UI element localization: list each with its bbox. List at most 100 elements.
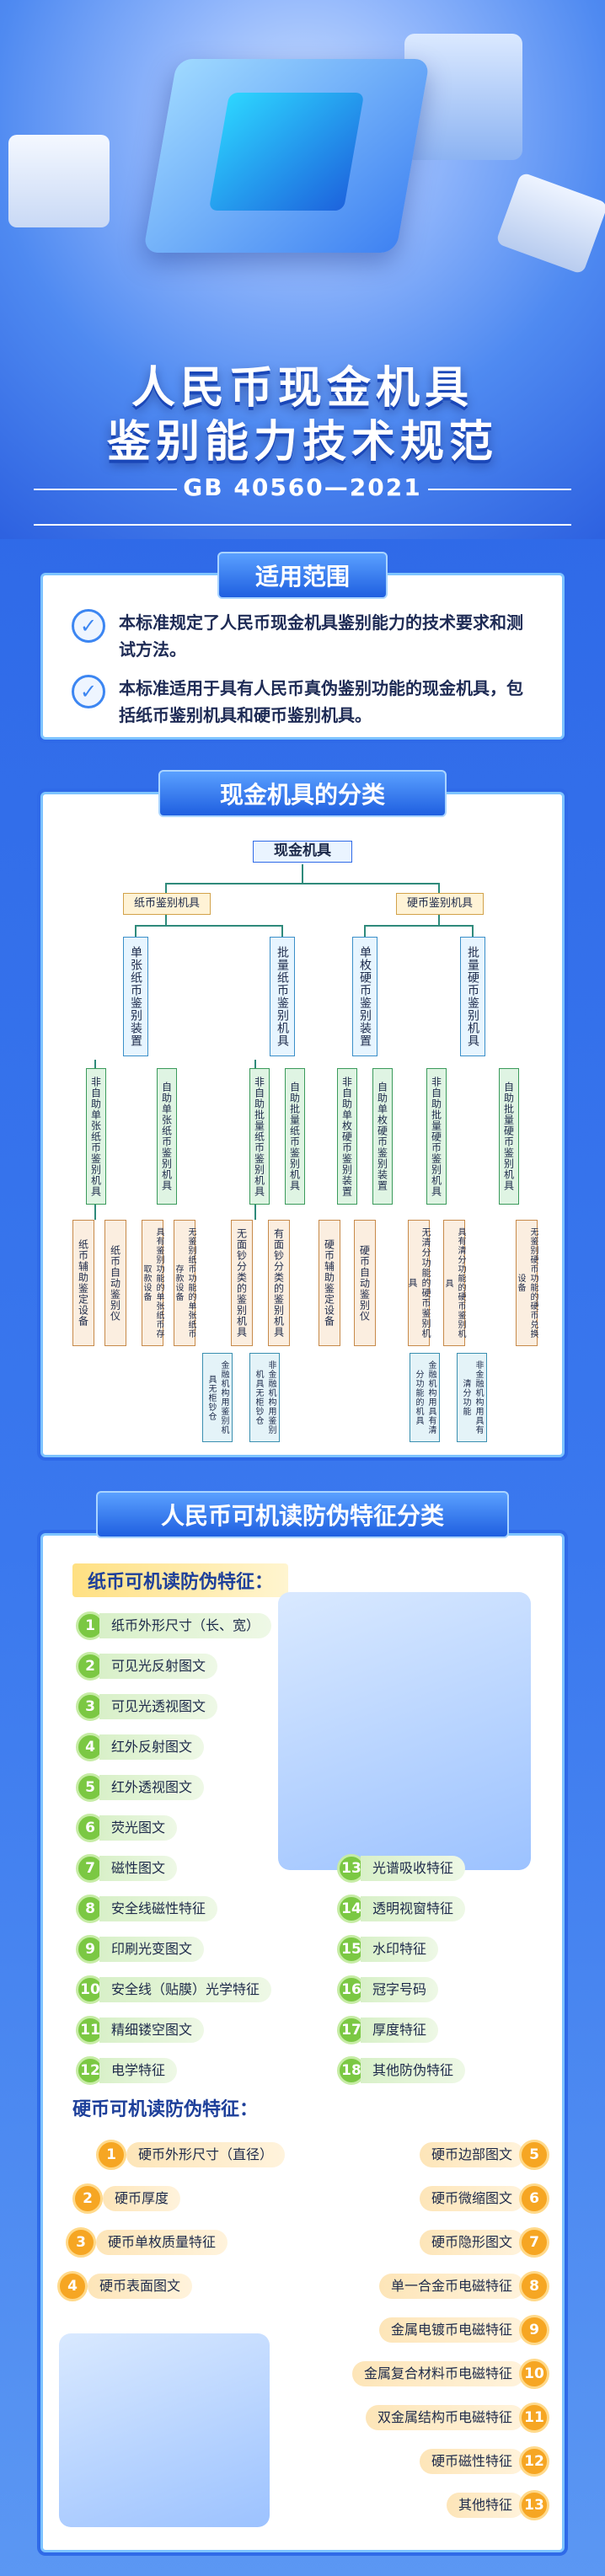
section-title-classification: 现金机具的分类 (158, 770, 447, 817)
item-label: 硬币微缩图文 (419, 2186, 524, 2211)
item-label: 磁性图文 (99, 1856, 178, 1881)
tree-cs1: 硬币辅助鉴定设备 (319, 1220, 340, 1346)
item-number: 6 (76, 1814, 104, 1842)
divider-left (34, 489, 177, 490)
item-label: 纸币外形尺寸（长、宽） (99, 1613, 272, 1638)
divider-right (428, 489, 571, 490)
tree-cs-auto: 自助单枚硬币鉴别装置 (372, 1068, 393, 1205)
item-number: 11 (519, 2402, 549, 2433)
item-number: 13 (519, 2490, 549, 2520)
item-number: 1 (96, 2140, 126, 2170)
tree-ps-auto: 自助单张纸币鉴别机具 (157, 1068, 177, 1205)
coin-features-title: 硬币可机读防伪特征： (72, 2099, 259, 2120)
tree-line (472, 925, 474, 937)
paper-features-title: 纸币可机读防伪特征： (72, 1563, 289, 1597)
tree-line (438, 883, 440, 893)
tree-line (364, 925, 366, 937)
tree-pb1: 无面钞分类的鉴别机具 (231, 1220, 253, 1346)
item-label: 电学特征 (99, 2058, 178, 2083)
item-label: 硬币边部图文 (419, 2142, 524, 2167)
item-label: 其他防伪特征 (361, 2058, 466, 2083)
scope-text-2: 本标准适用于具有人民币真伪鉴别功能的现金机具，包括纸币鉴别机具和硬币鉴别机具。 (119, 678, 523, 725)
tree-line (165, 915, 167, 925)
item-label: 安全线（贴膜）光学特征 (99, 1977, 272, 2002)
item-label: 双金属结构币电磁特征 (365, 2405, 524, 2430)
item-label: 可见光反射图文 (99, 1654, 218, 1679)
tree-line (281, 925, 283, 937)
tree-ps2: 纸币自动鉴别仪 (104, 1220, 126, 1346)
item-label: 单一合金币电磁特征 (378, 2274, 524, 2299)
item-label: 硬币表面图文 (88, 2274, 193, 2299)
tree-pb-nonauto: 非自助批量纸币鉴别机具 (249, 1068, 270, 1205)
divider-full (34, 524, 571, 526)
scope-panel: ✓ 本标准规定了人民币现金机具鉴别能力的技术要求和测试方法。 ✓ 本标准适用于具… (40, 573, 565, 740)
item-label: 可见光透视图文 (99, 1694, 218, 1719)
server-illustration (59, 2333, 270, 2527)
tree-line (438, 915, 440, 925)
tree-line (135, 925, 137, 937)
tree-pb1a: 金融机构用鉴别机具无柜钞仓 (202, 1353, 233, 1442)
item-number: 4 (57, 2271, 88, 2301)
check-icon: ✓ (72, 675, 105, 708)
tree-ps-nonauto: 非自助单张纸币鉴别机具 (86, 1068, 106, 1205)
tree-ps1: 纸币辅助鉴定设备 (72, 1220, 94, 1346)
item-label: 硬币磁性特征 (419, 2449, 524, 2474)
tree-paper-batch: 批量纸币鉴别机具 (270, 937, 295, 1056)
printer-illustration (8, 135, 110, 227)
item-number: 8 (519, 2271, 549, 2301)
title-line-1: 人民币现金机具 (131, 363, 474, 414)
item-label: 金属电镀币电磁特征 (378, 2317, 524, 2343)
item-label: 印刷光变图文 (99, 1937, 205, 1962)
atm-illustration (404, 34, 522, 160)
item-label: 光谱吸收特征 (361, 1856, 466, 1881)
tree-cb-nonauto: 非自助批量硬币鉴别机具 (426, 1068, 447, 1205)
tree-pb1b: 非金融机构用鉴别机具无柜钞仓 (249, 1353, 280, 1442)
item-label: 硬币厚度 (103, 2186, 181, 2211)
scope-item-2: ✓ 本标准适用于具有人民币真伪鉴别功能的现金机具，包括纸币鉴别机具和硬币鉴别机具… (72, 675, 535, 729)
tree-paper: 纸币鉴别机具 (123, 893, 211, 915)
item-number: 10 (519, 2359, 549, 2389)
data-illustration (278, 1592, 531, 1870)
item-label: 金属复合材料币电磁特征 (351, 2361, 524, 2386)
item-number: 6 (519, 2183, 549, 2214)
tree-cb1a: 金融机构用具有清分功能的机具 (410, 1353, 440, 1442)
item-label: 安全线磁性特征 (99, 1896, 218, 1921)
item-number: 5 (519, 2140, 549, 2170)
item-label: 精细镂空图文 (99, 2018, 205, 2043)
scope-text-1: 本标准规定了人民币现金机具鉴别能力的技术要求和测试方法。 (119, 612, 523, 660)
item-number: 9 (519, 2315, 549, 2345)
item-label: 荧光图文 (99, 1815, 178, 1841)
item-label: 厚度特征 (361, 2018, 439, 2043)
tree-coin: 硬币鉴别机具 (396, 893, 484, 915)
item-number: 12 (519, 2446, 549, 2477)
check-icon: ✓ (72, 609, 105, 643)
tree-cb2: 具有清分功能的硬币鉴别机具 (443, 1220, 465, 1346)
item-label: 水印特征 (361, 1937, 439, 1962)
tree-line (135, 925, 283, 927)
tree-cs-nonauto: 非自助单枚硬币鉴别装置 (337, 1068, 357, 1205)
item-label: 红外透视图文 (99, 1775, 205, 1800)
